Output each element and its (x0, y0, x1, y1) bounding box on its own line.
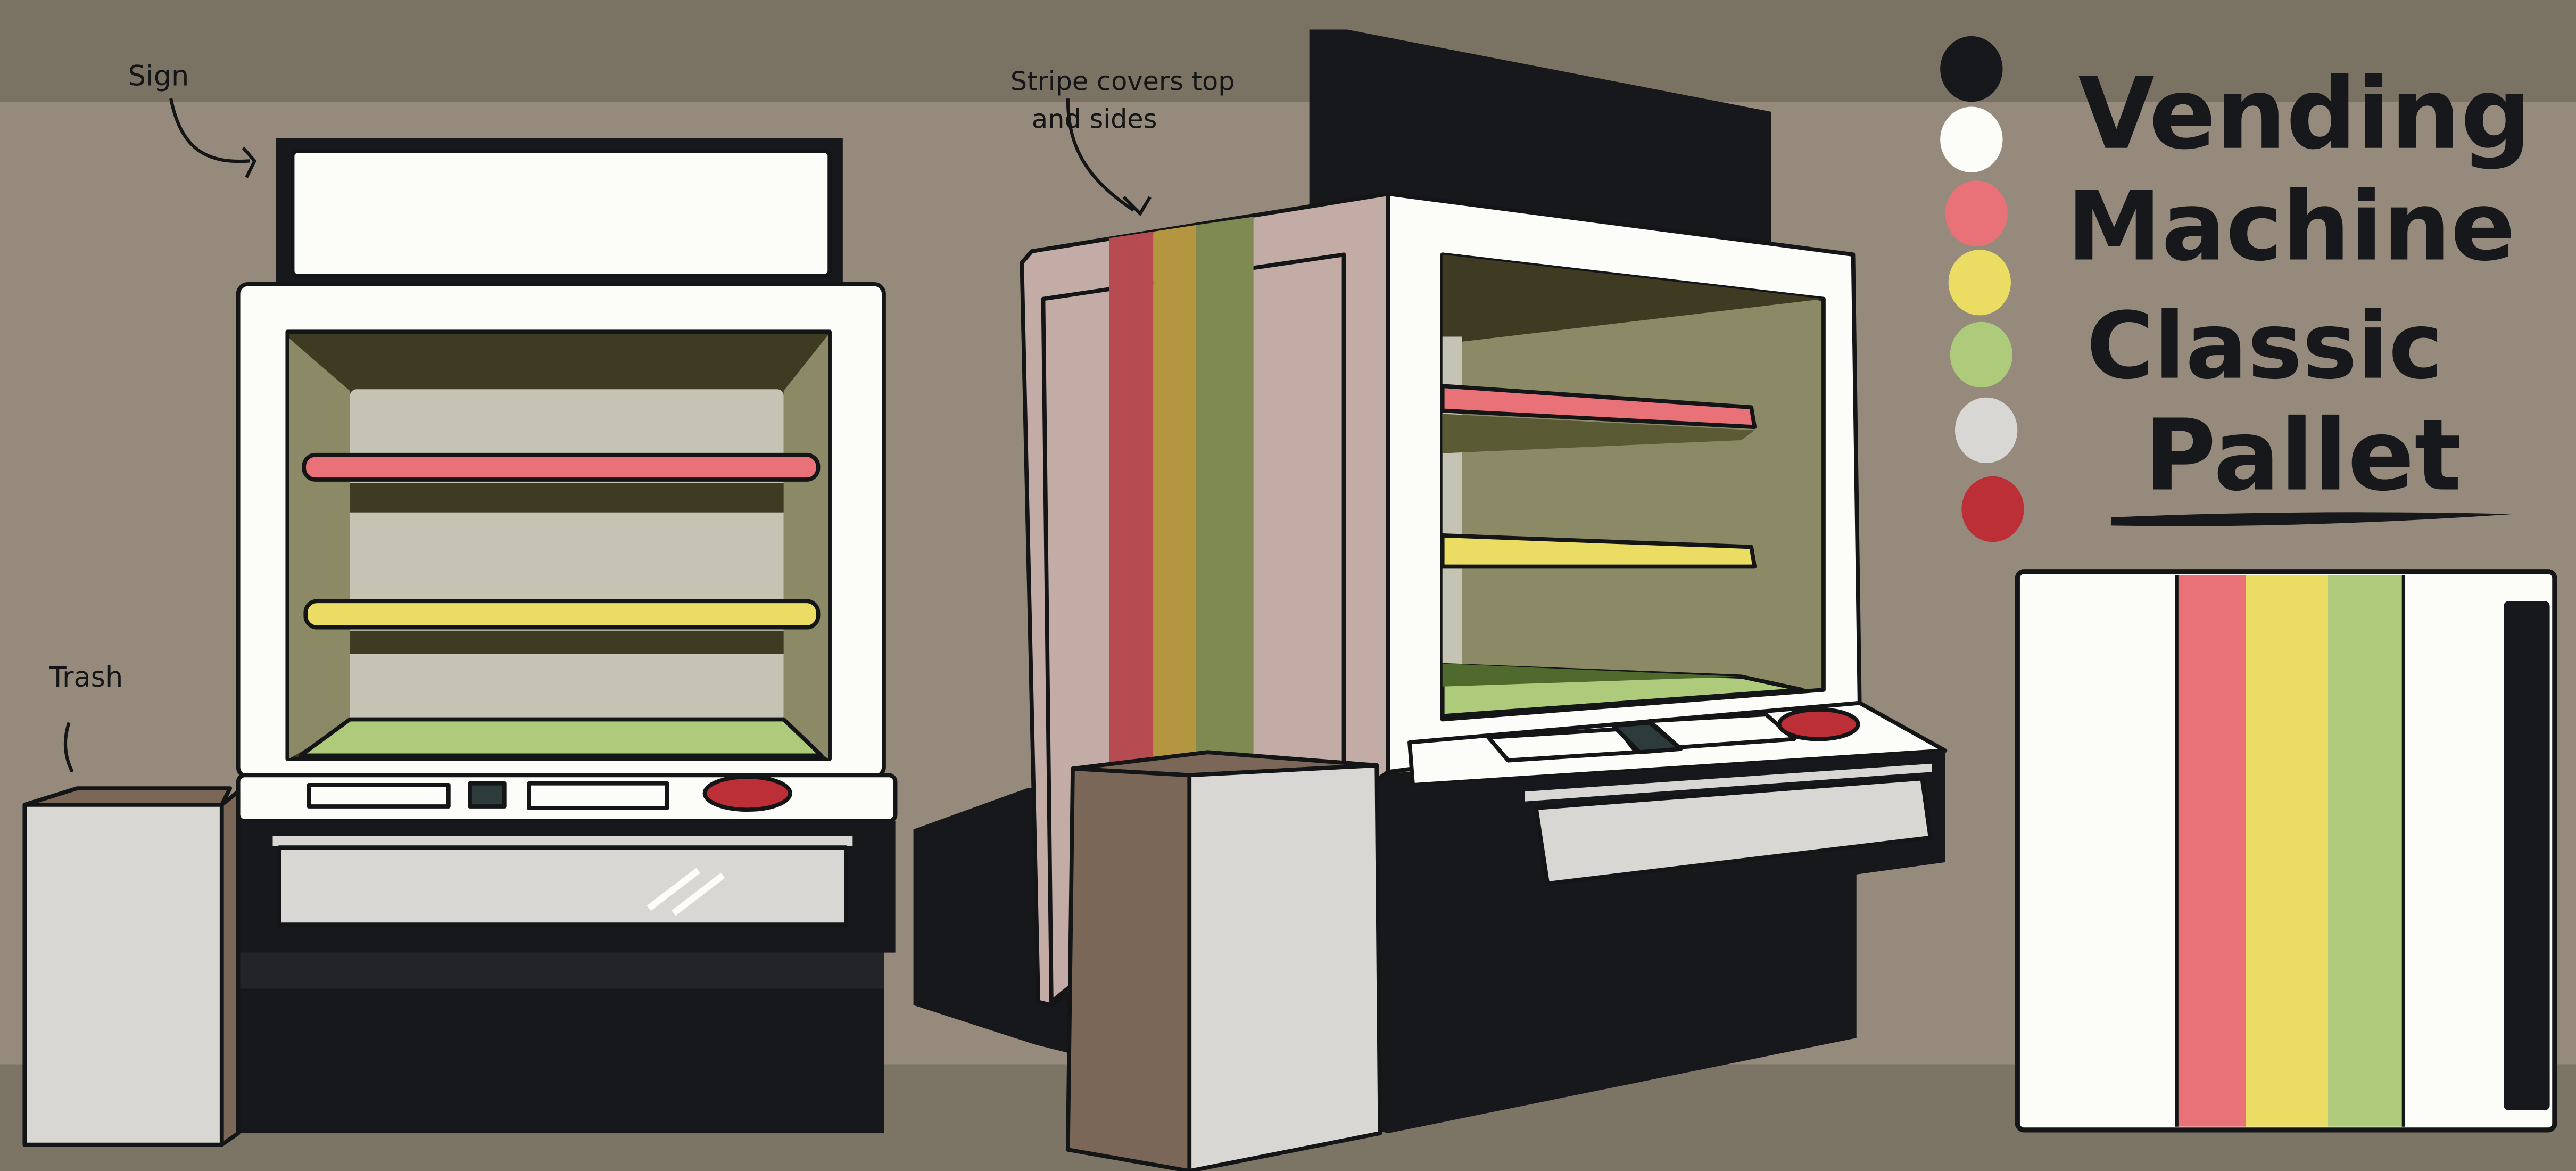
title-line-vending: Vending (2078, 56, 2531, 171)
coin-slot[interactable] (527, 781, 669, 810)
trash-side-mid (1065, 766, 1192, 1171)
stripe-sample-card (2015, 569, 2557, 1133)
shelf-red (302, 452, 821, 482)
annotation-stripe-line2: and sides (1032, 104, 1157, 135)
keypad[interactable] (468, 781, 507, 809)
palette-swatch (1945, 180, 2008, 246)
title-underline (2111, 512, 2514, 526)
background-top-band (0, 0, 2576, 102)
shelf-red-shadow (350, 483, 784, 513)
card-black-edge (2504, 601, 2550, 1110)
trash-arrow (63, 722, 74, 773)
bill-slot-angled[interactable] (1486, 727, 1638, 763)
front-interior-top (1442, 254, 1824, 342)
trash-front (22, 803, 224, 1147)
stripe-arrow (1066, 98, 1135, 212)
dispenser-rail-angled (1525, 763, 1932, 802)
color-palette (1940, 36, 2024, 542)
select-button-angled[interactable] (1777, 707, 1860, 741)
sign-panel (290, 149, 832, 278)
dispenser-window-angled[interactable] (1534, 776, 1933, 886)
interior-back-panel (350, 389, 784, 723)
base-shadow-band (238, 952, 884, 989)
stripe-green (1196, 217, 1254, 764)
shelf-yellow-shadow (350, 630, 784, 654)
palette-swatch (1954, 397, 2018, 464)
title-line-classic: Classic (2086, 293, 2443, 400)
trash-front-mid (1187, 763, 1382, 1171)
shelf-green (299, 717, 824, 758)
shelf-red-angled-shadow (1442, 414, 1755, 453)
bill-slot[interactable] (307, 783, 451, 809)
title-line-pallet: Pallet (2144, 398, 2462, 513)
trash-bin-middle (1065, 750, 1382, 1171)
coin-slot-angled[interactable] (1647, 712, 1796, 749)
stripe-arrowhead (1122, 196, 1152, 217)
palette-swatch (1948, 250, 2011, 316)
sign-arrow (169, 98, 257, 178)
interior-left-wall (289, 338, 350, 759)
shelf-green-back (1442, 663, 1742, 687)
trash-bin-left (22, 786, 241, 1147)
stripe-red (1108, 232, 1154, 772)
card-stripe-yellow (2246, 574, 2328, 1127)
palette-swatch (1940, 106, 2003, 172)
shelf-red-angled (1440, 384, 1757, 430)
window-glare (647, 868, 700, 911)
back-sign-slab (1309, 29, 1771, 246)
front-view-machine (236, 138, 898, 1134)
dispenser-window[interactable] (277, 845, 848, 927)
annotation-stripe-line1: Stripe covers top (1010, 66, 1235, 97)
palette-swatch (1940, 36, 2003, 102)
select-button[interactable] (702, 774, 792, 812)
shelf-yellow (303, 599, 821, 630)
shelf-yellow-angled (1440, 533, 1757, 569)
card-stripe-green (2327, 574, 2404, 1127)
card-stripe-red (2176, 574, 2246, 1127)
stripe-yellow (1153, 225, 1196, 764)
interior-right-wall (783, 335, 829, 759)
palette-swatch (1961, 476, 2024, 542)
palette-swatch (1950, 321, 2013, 388)
annotation-trash: Trash (49, 661, 123, 694)
dispenser-flap-rail (272, 836, 853, 846)
trash-side (219, 789, 241, 1147)
annotation-sign: Sign (128, 60, 189, 92)
title-line-machine: Machine (2067, 172, 2515, 283)
window-glare-2 (672, 872, 725, 916)
